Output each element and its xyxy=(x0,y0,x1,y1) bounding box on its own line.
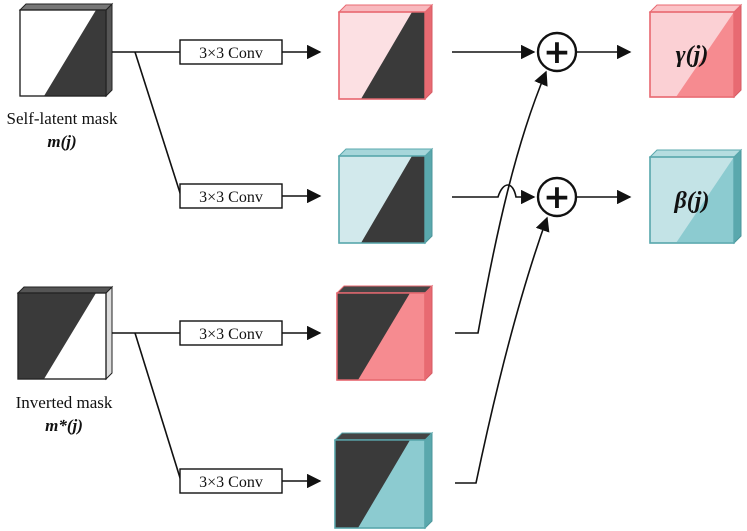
wire-to-conv-2 xyxy=(134,51,182,197)
inverted-mask-label: Inverted mask xyxy=(16,393,113,412)
conv-block-3-label: 3×3 Conv xyxy=(199,326,263,343)
feature-map-self-pink xyxy=(337,3,434,101)
add-symbol-bottom: + xyxy=(543,177,571,216)
conv-block-4-label: 3×3 Conv xyxy=(199,474,263,491)
beta-label: β(j) xyxy=(674,188,710,214)
conv-block-4: 3×3 Conv xyxy=(179,468,283,494)
inverted-mask-cube xyxy=(16,285,114,381)
add-symbol-top: + xyxy=(543,32,571,71)
conv-block-2: 3×3 Conv xyxy=(179,183,283,209)
arrow-feature4-to-add-bottom xyxy=(455,216,550,484)
feature-map-inverted-teal xyxy=(333,431,434,530)
gamma-label: γ(j) xyxy=(676,42,709,68)
arrow-feature2-to-add-bottom xyxy=(452,184,536,205)
inverted-mask-symbol: m*(j) xyxy=(45,416,83,435)
feature-map-self-teal xyxy=(337,147,434,245)
output-gamma-cube: γ(j) xyxy=(648,3,743,99)
conv-block-2-label: 3×3 Conv xyxy=(199,189,263,206)
output-beta-cube: β(j) xyxy=(648,148,743,245)
wire-to-conv-4 xyxy=(134,332,182,482)
add-operator-bottom: + xyxy=(536,176,578,218)
conv-block-1: 3×3 Conv xyxy=(179,39,283,65)
self-latent-mask-label: Self-latent mask xyxy=(7,109,118,128)
self-latent-mask-cube xyxy=(18,2,114,98)
conv-block-1-label: 3×3 Conv xyxy=(199,45,263,62)
add-operator-top: + xyxy=(536,31,578,73)
arrow-feature3-to-add-top xyxy=(455,70,548,334)
self-latent-mask-symbol: m(j) xyxy=(47,132,76,151)
feature-map-inverted-pink xyxy=(335,284,434,382)
conv-block-3: 3×3 Conv xyxy=(179,320,283,346)
